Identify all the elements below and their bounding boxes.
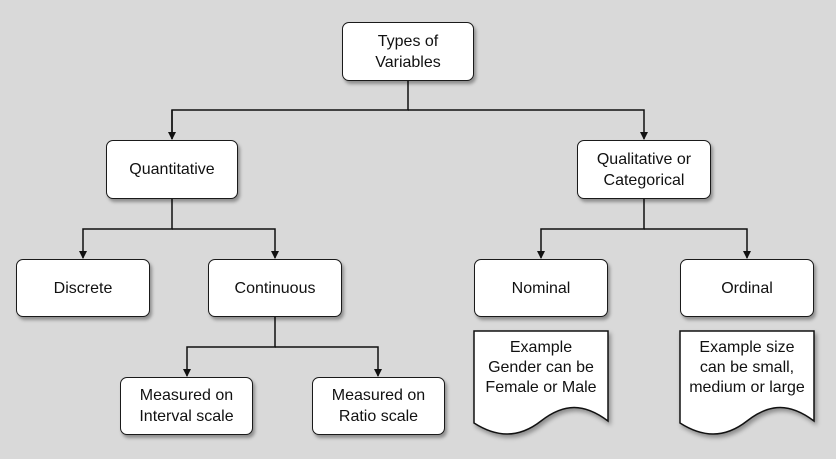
connector-quantitative: [79, 199, 173, 259]
note-ordinal-example: Example size can be small, medium or lar…: [679, 330, 815, 437]
note-ordinal-text: Example size can be small, medium or lar…: [689, 339, 805, 396]
node-types-of-variables: Types of Variables: [342, 22, 474, 81]
node-ordinal: Ordinal: [680, 259, 814, 317]
node-nominal: Nominal: [474, 259, 608, 317]
node-continuous: Continuous: [208, 259, 342, 317]
node-quantitative: Quantitative: [106, 140, 238, 199]
node-qualitative: Qualitative or Categorical: [577, 140, 711, 199]
connector-continuous: [183, 317, 276, 377]
connector-quantitative-right: [172, 228, 279, 259]
node-discrete: Discrete: [16, 259, 150, 317]
connector-continuous-right: [275, 346, 382, 377]
note-nominal-example: Example Gender can be Female or Male: [473, 330, 609, 437]
connector-qualitative: [537, 199, 645, 259]
connector-root-right: [408, 109, 648, 140]
note-nominal-text: Example Gender can be Female or Male: [485, 339, 597, 396]
node-interval-scale: Measured on Interval scale: [120, 377, 253, 435]
document-shape: [473, 330, 609, 435]
connector-root: [171, 81, 409, 139]
node-ratio-scale: Measured on Ratio scale: [312, 377, 445, 435]
document-shape: [679, 330, 815, 435]
connector-qualitative-right: [644, 228, 751, 259]
